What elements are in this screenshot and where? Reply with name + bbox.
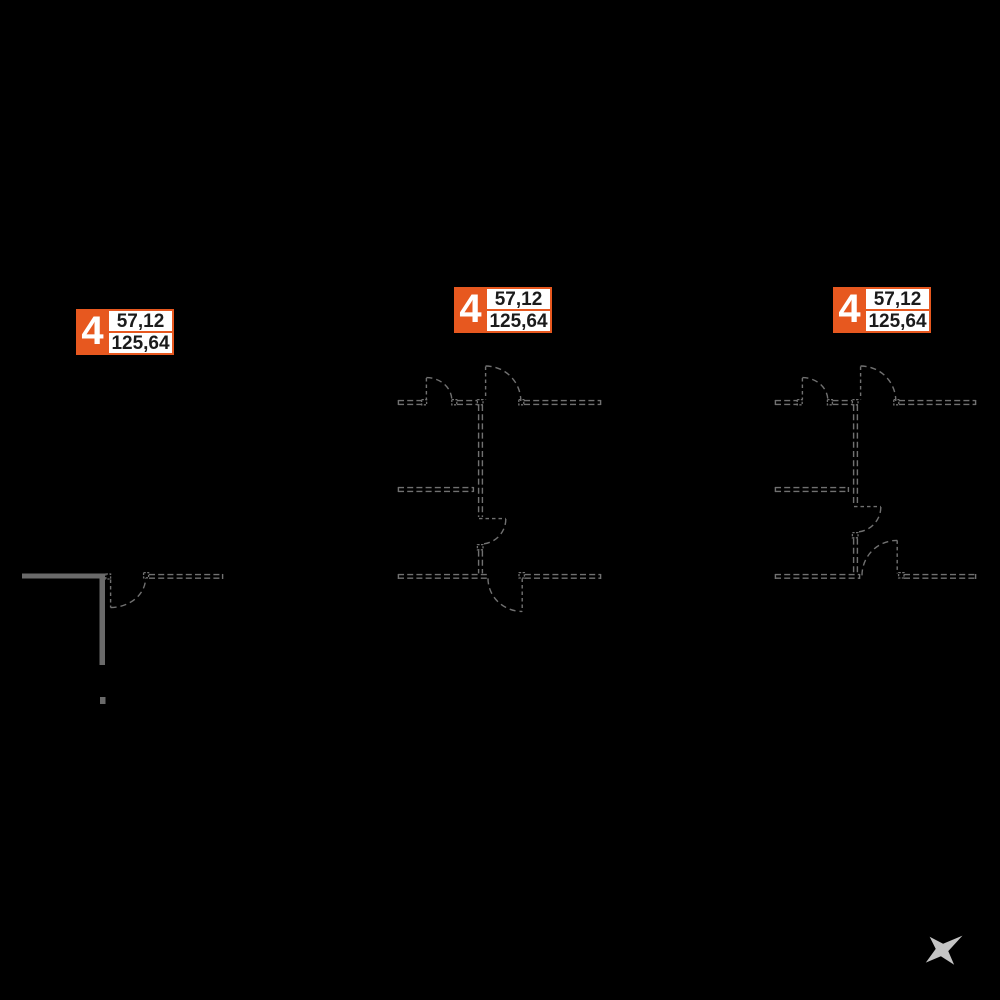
door-swing-arc: [485, 365, 522, 402]
door-left: [105, 571, 150, 609]
compass-star-icon: [925, 935, 963, 965]
door-jamb: [518, 571, 526, 579]
plan-fragment-left: [22, 571, 224, 704]
wall-dashed-vertical: [852, 405, 859, 574]
door-swing-arc: [855, 506, 882, 533]
door-top-small: [801, 376, 829, 401]
wall-solid-vertical: [99, 573, 105, 665]
apartment-label[interactable]: 4 57,12 125,64: [833, 287, 931, 333]
door-top-large: [484, 365, 522, 402]
wall-dashed-middle: [397, 486, 475, 493]
door-swing-arc: [110, 577, 147, 609]
door-jamb: [826, 398, 834, 406]
wall-dashed-vertical: [477, 405, 484, 574]
door-top-small: [425, 376, 453, 401]
apartment-number: 4: [81, 308, 104, 353]
area-value-top: 57,12: [109, 311, 172, 331]
door-top-large: [859, 365, 897, 402]
wall-dashed-bottom: [397, 571, 602, 579]
door-jamb: [476, 543, 484, 551]
plan-fragment-middle: [397, 365, 602, 613]
apartment-number-badge: 4: [454, 287, 487, 333]
apartment-areas: 57,12 125,64: [487, 287, 552, 333]
door-jamb: [420, 398, 428, 406]
door-jamb: [796, 398, 803, 406]
area-value-bottom: 125,64: [109, 333, 172, 353]
door-jamb: [893, 398, 900, 406]
wall-dashed-middle: [774, 486, 850, 493]
door-swing-arc: [426, 376, 453, 401]
door-interior: [851, 505, 882, 539]
area-value-bottom: 125,64: [487, 311, 550, 331]
door-jamb: [897, 571, 905, 579]
area-value-top: 57,12: [487, 289, 550, 309]
door-jamb: [451, 398, 458, 406]
door-swing-arc: [487, 578, 523, 613]
wall-junction: [851, 398, 859, 406]
door-jamb: [105, 573, 112, 580]
apartment-areas: 57,12 125,64: [866, 287, 931, 333]
apartment-label[interactable]: 4 57,12 125,64: [454, 287, 552, 333]
wall-solid-horizontal: [22, 573, 103, 579]
wall-dashed-top: [397, 398, 602, 406]
apartment-number: 4: [459, 286, 482, 331]
wall-junction: [476, 398, 484, 406]
door-interior: [476, 517, 507, 551]
door-jamb: [851, 531, 859, 539]
wall-dashed-top: [774, 398, 977, 406]
area-value-top: 57,12: [866, 289, 929, 309]
door-swing-arc: [802, 376, 829, 401]
wall-dashed-bottom: [774, 571, 977, 579]
plan-fragment-right: [774, 365, 977, 579]
door-swing-arc: [860, 365, 897, 402]
apartment-label[interactable]: 4 57,12 125,64: [76, 309, 174, 355]
apartment-number-badge: 4: [76, 309, 109, 355]
area-value-bottom: 125,64: [866, 311, 929, 331]
door-jamb: [142, 571, 150, 579]
wall-solid-stub: [100, 697, 106, 704]
apartment-number-badge: 4: [833, 287, 866, 333]
door-swing-arc: [861, 539, 898, 576]
door-bottom: [861, 539, 898, 576]
door-jamb: [518, 398, 525, 406]
wall-dashed-right: [149, 573, 224, 579]
door-bottom: [487, 578, 523, 613]
apartment-number: 4: [838, 286, 861, 331]
door-swing-arc: [480, 518, 507, 545]
apartment-areas: 57,12 125,64: [109, 309, 174, 355]
